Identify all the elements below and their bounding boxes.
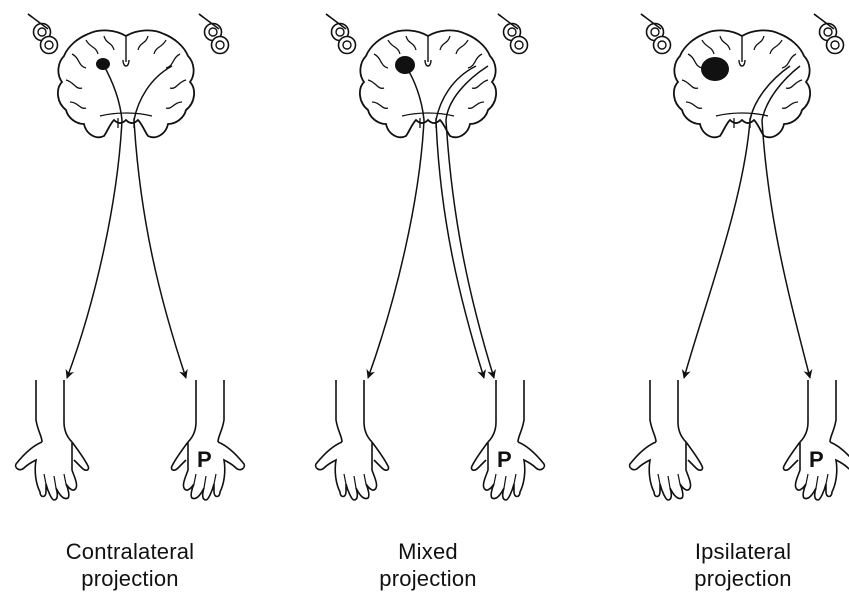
panel-mixed: P [316, 14, 545, 500]
panel-ipsilateral: P [630, 14, 849, 500]
forearm-hand-icon [171, 380, 244, 500]
caption-ipsilateral: Ipsilateral projection [623, 538, 849, 592]
tms-coil-icon [498, 14, 528, 54]
panel-contralateral: P [16, 14, 245, 500]
paretic-hand-label: P [497, 447, 512, 472]
caption-line: Contralateral [10, 538, 250, 565]
paretic-hand-label: P [197, 447, 212, 472]
tms-coil-icon [28, 14, 58, 54]
caption-line: projection [623, 565, 849, 592]
brain-icon [58, 30, 194, 137]
brain-icon [360, 30, 496, 137]
caption-line: Mixed [308, 538, 548, 565]
forearm-hand-icon [630, 380, 703, 500]
tms-coil-icon [326, 14, 356, 54]
caption-line: projection [308, 565, 548, 592]
tms-coil-icon [199, 14, 229, 54]
tms-coil-icon [814, 14, 844, 54]
forearm-hand-icon [16, 380, 89, 500]
forearm-hand-icon [471, 380, 544, 500]
forearm-hand-icon [783, 380, 849, 500]
caption-line: Ipsilateral [623, 538, 849, 565]
caption-contralateral: Contralateral projection [10, 538, 250, 592]
lesion-icon [701, 57, 729, 81]
lesion-icon [96, 58, 110, 70]
forearm-hand-icon [316, 380, 389, 500]
caption-mixed: Mixed projection [308, 538, 548, 592]
brain-icon [674, 30, 810, 137]
paretic-hand-label: P [809, 447, 824, 472]
tms-coil-icon [641, 14, 671, 54]
caption-line: projection [10, 565, 250, 592]
